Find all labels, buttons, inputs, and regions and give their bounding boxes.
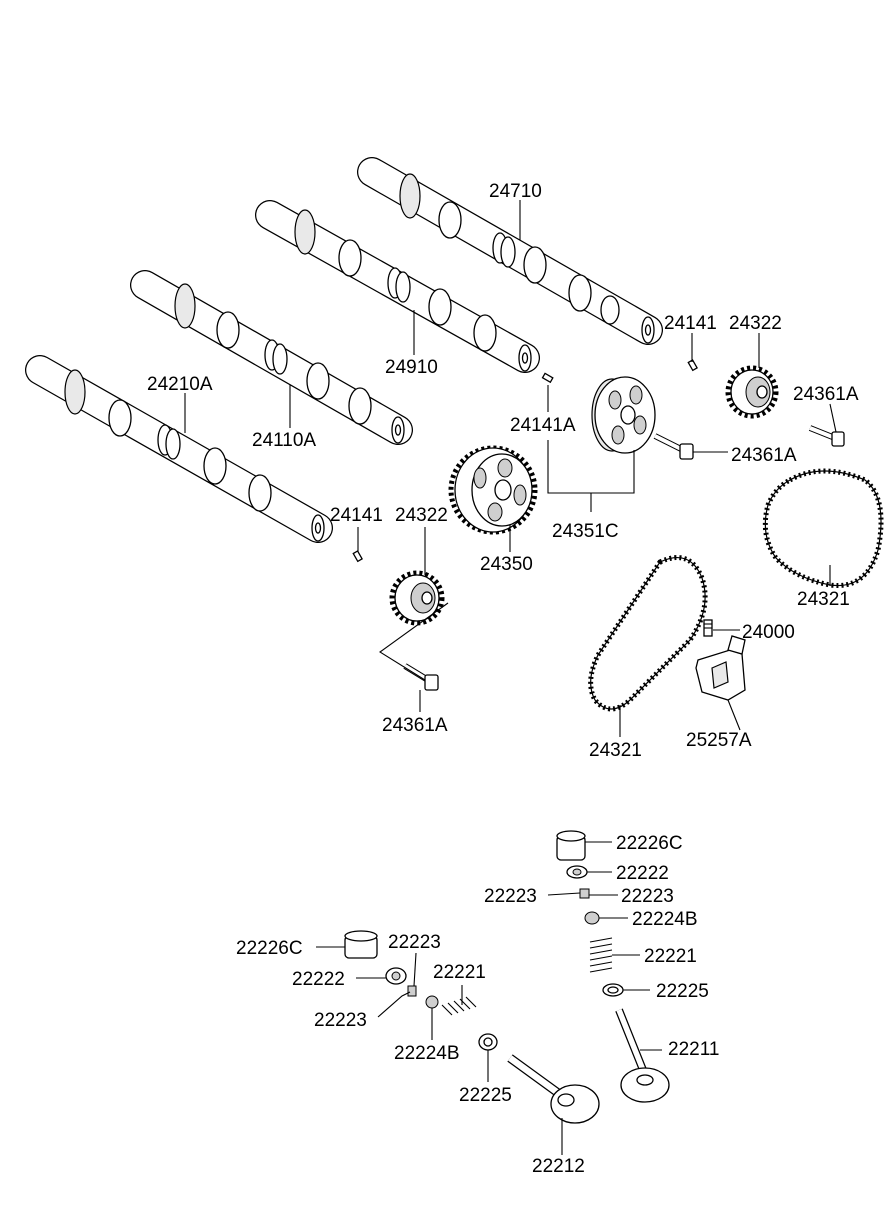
retainer-22222-left[interactable] <box>385 967 407 985</box>
cvvt-assembly-24351C[interactable] <box>591 376 656 454</box>
label-22222-left: 22222 <box>292 969 345 990</box>
label-24141-top: 24141 <box>664 313 717 334</box>
label-25257A: 25257A <box>686 730 752 751</box>
intake-valve-22212[interactable] <box>507 1054 600 1124</box>
label-24141-left: 24141 <box>330 505 383 526</box>
timing-chain-24321-right[interactable] <box>762 468 884 589</box>
label-22224B-right: 22224B <box>632 909 698 930</box>
camshaft-24110A[interactable] <box>130 270 413 445</box>
camshaft-24910[interactable] <box>255 200 540 373</box>
label-22221-left: 22221 <box>433 962 486 983</box>
label-22212: 22212 <box>532 1156 585 1177</box>
label-24710: 24710 <box>489 181 542 202</box>
sprocket-24322-left[interactable] <box>389 570 445 626</box>
cotter-22223-left[interactable] <box>407 985 417 997</box>
label-24361A-mid: 24361A <box>731 445 797 466</box>
exhaust-valve-22211[interactable] <box>615 1008 670 1103</box>
label-24910: 24910 <box>385 357 438 378</box>
label-22226C-right: 22226C <box>616 833 683 854</box>
label-24210A: 24210A <box>147 374 213 395</box>
label-22211: 22211 <box>668 1039 719 1060</box>
label-22221-right: 22221 <box>644 946 697 967</box>
tensioner-bolt-24000[interactable] <box>703 619 713 637</box>
pin-24141-top[interactable] <box>687 359 698 372</box>
cotter-22223-right[interactable] <box>579 888 590 899</box>
label-24000: 24000 <box>742 622 795 643</box>
camshaft-24210A[interactable] <box>25 355 333 543</box>
label-22225-left: 22225 <box>459 1085 512 1106</box>
label-22223-left-bottom: 22223 <box>314 1010 367 1031</box>
timing-chain-24321-center[interactable] <box>588 555 708 712</box>
label-22223-right-a: 22223 <box>484 886 537 907</box>
valve-spring-22221-left[interactable] <box>441 996 477 1016</box>
bolt-24361A-bottom[interactable] <box>403 663 439 691</box>
tappet-22226C-right[interactable] <box>556 830 586 861</box>
label-24351C: 24351C <box>552 521 619 542</box>
label-22226C-left: 22226C <box>236 938 303 959</box>
label-22223-right-b: 22223 <box>621 886 674 907</box>
sprocket-24322-top[interactable] <box>725 365 779 419</box>
pin-24141A[interactable] <box>541 372 554 384</box>
label-24141A: 24141A <box>510 415 576 436</box>
label-24321-right: 24321 <box>797 589 850 610</box>
label-22222-right: 22222 <box>616 863 669 884</box>
retainer-22222-right[interactable] <box>566 865 588 879</box>
bolt-24361A-right[interactable] <box>808 425 845 447</box>
seal-22224B-right[interactable] <box>584 911 600 925</box>
label-24322-left: 24322 <box>395 505 448 526</box>
label-22224B-left: 22224B <box>394 1043 460 1064</box>
label-24322-top: 24322 <box>729 313 782 334</box>
label-24350: 24350 <box>480 554 533 575</box>
spring-seat-22225-right[interactable] <box>602 983 624 997</box>
cam-sprocket-24350[interactable] <box>448 445 538 535</box>
camshaft-24710[interactable] <box>357 157 663 345</box>
chain-tensioner-25257A[interactable] <box>695 635 746 701</box>
valve-spring-22221-right[interactable] <box>589 937 613 973</box>
tappet-22226C-left[interactable] <box>344 930 378 959</box>
label-24110A: 24110A <box>252 430 316 451</box>
label-24361A-right: 24361A <box>793 384 859 405</box>
seal-22224B-left[interactable] <box>425 995 439 1009</box>
leader-lines <box>184 200 837 1155</box>
label-24321-center: 24321 <box>589 740 642 761</box>
label-22223-left-top: 22223 <box>388 932 441 953</box>
spring-seat-22225-left[interactable] <box>478 1033 498 1051</box>
label-22225-right: 22225 <box>656 981 709 1002</box>
bolt-24361A-mid[interactable] <box>653 433 694 460</box>
pin-24141-left[interactable] <box>352 550 363 563</box>
label-24361A-bottom: 24361A <box>382 715 448 736</box>
